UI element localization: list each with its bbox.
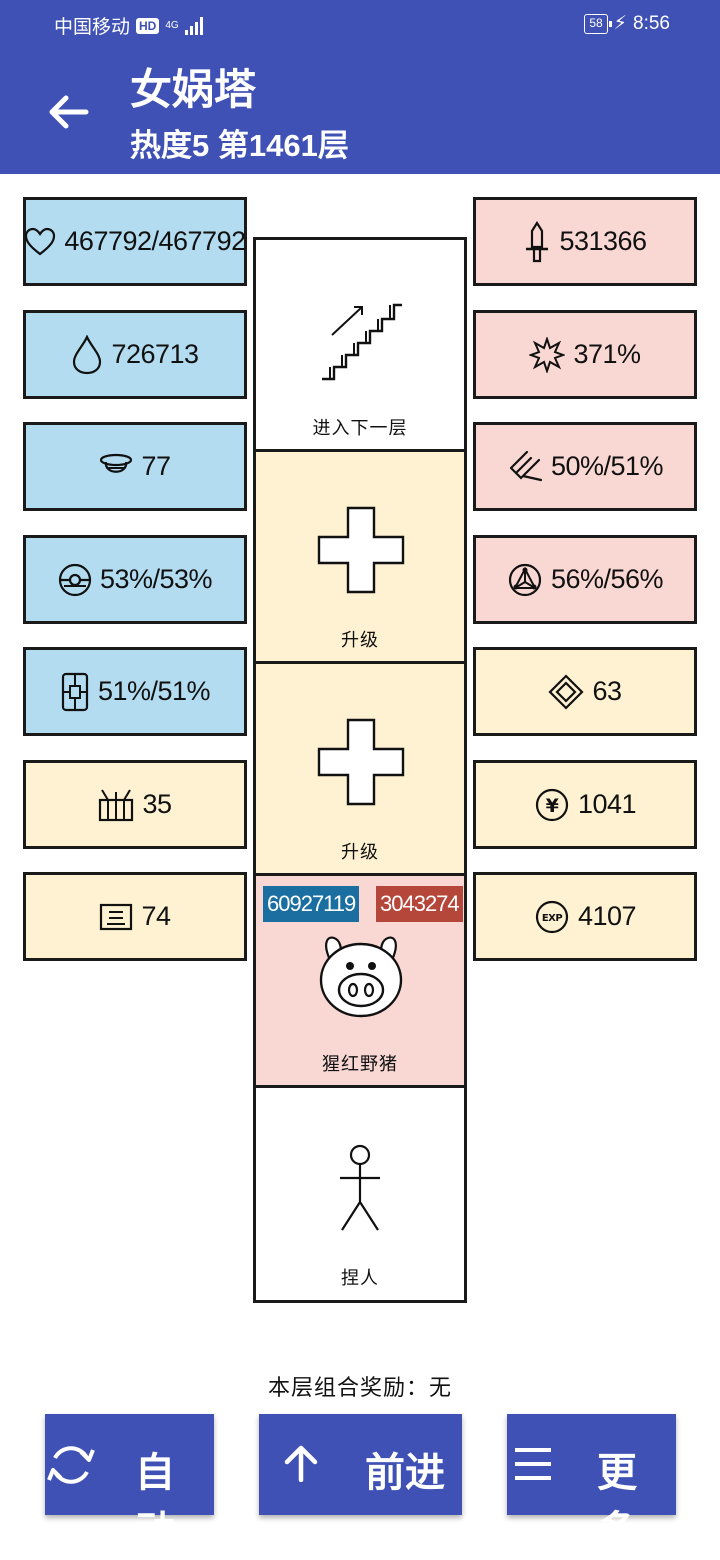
stat-hit: 56%/56% (473, 535, 697, 624)
status-bar: 中国移动 HD 4G 58 ⚡ 8:56 (0, 0, 720, 50)
stat-value: 35 (142, 789, 172, 819)
stat-value: 77 (141, 451, 171, 481)
armor-icon (61, 672, 89, 711)
status-right: 58 ⚡ 8:56 (584, 12, 670, 35)
stairs-icon (322, 303, 402, 381)
stat-value: 63 (592, 676, 622, 706)
more-button-label: 更多 (597, 1451, 637, 1553)
stat-value: 726713 (111, 339, 199, 369)
page-title: 女娲塔 (130, 66, 257, 113)
yen-icon: ¥ (535, 788, 569, 821)
cell-label: 升级 (341, 842, 379, 863)
monster-hp-badge: 60927119 (263, 886, 360, 922)
menu-icon (515, 1448, 551, 1480)
stat-armor: 51%/51% (23, 647, 247, 736)
stat-pierce: 50%/51% (473, 422, 697, 511)
network-label: 4G (165, 19, 179, 31)
status-left: 中国移动 HD 4G (54, 12, 203, 39)
stat-value: 53%/53% (99, 564, 213, 594)
burst-icon (529, 336, 566, 373)
carrier-label: 中国移动 (54, 17, 131, 38)
refresh-icon (47, 1446, 95, 1484)
auto-button[interactable]: 自动 (45, 1414, 214, 1553)
stat-attack: 531366 (473, 197, 697, 286)
diamond-icon (548, 673, 585, 710)
cell-label: 升级 (341, 630, 379, 651)
boar-icon (319, 936, 403, 1018)
signal-icon (184, 16, 203, 35)
tower-cell-upgrade-2[interactable]: 升级 (256, 664, 464, 876)
stickman-icon (340, 1144, 380, 1231)
stat-value: 467792/467792 (64, 226, 246, 256)
stat-value: 56%/56% (550, 564, 664, 594)
floor-reward-text: 本层组合奖励：无 (267, 1376, 452, 1401)
forward-button-label: 前进 (365, 1451, 445, 1495)
heart-icon (25, 227, 56, 255)
hd-badge: HD (136, 17, 160, 34)
stat-mana: 726713 (23, 310, 247, 399)
plus-icon (317, 718, 405, 806)
tower-cell-monster[interactable]: 60927119 3043274 猩红野猪 (256, 876, 464, 1088)
stat-value: 1041 (577, 789, 637, 819)
svg-text:¥: ¥ (546, 795, 559, 817)
plus-icon (317, 506, 405, 594)
stat-value: 74 (141, 901, 171, 931)
tower-cell-next-floor[interactable]: 进入下一层 (256, 240, 464, 452)
helmet-icon (100, 453, 133, 473)
battery-icon: 58 (584, 13, 613, 34)
triangle-circle-icon (508, 563, 542, 596)
scroll-icon (100, 903, 133, 930)
drop-icon (73, 334, 102, 374)
forward-button[interactable]: 前进 (259, 1414, 462, 1515)
charging-icon: ⚡ (613, 13, 628, 34)
stat-value: 371% (573, 339, 641, 369)
exp-badge-text: EXP (542, 913, 563, 924)
sword-icon (526, 220, 549, 262)
monster-attack-badge: 3043274 (376, 886, 463, 922)
stat-value: 51%/51% (97, 676, 211, 706)
tower-column: 进入下一层 升级 升级 60927119 3043274 猩红野猪 (253, 237, 467, 1303)
crate-icon (99, 788, 134, 821)
stat-gold: ¥ 1041 (473, 760, 697, 849)
tower-cell-character[interactable]: 捏人 (256, 1090, 464, 1300)
clock: 8:56 (633, 12, 670, 34)
stat-resist: 53%/53% (23, 535, 247, 624)
tower-cell-upgrade-1[interactable]: 升级 (256, 452, 464, 664)
slash-icon (509, 450, 543, 481)
page-subtitle: 热度5 第1461层 (130, 128, 349, 163)
cell-label: 猩红野猪 (322, 1054, 398, 1075)
app-bar: 中国移动 HD 4G 58 ⚡ 8:56 女娲塔 热度5 第1461层 (0, 0, 720, 174)
exp-icon: EXP (535, 900, 569, 933)
stat-crit: 371% (473, 310, 697, 399)
shield-orb-icon (58, 563, 92, 596)
stat-value: 4107 (577, 901, 637, 931)
stat-gem: 63 (473, 647, 697, 736)
cell-label: 进入下一层 (312, 418, 408, 439)
stat-defense: 77 (23, 422, 247, 511)
auto-button-label: 自动 (135, 1451, 175, 1553)
stat-value: 531366 (559, 226, 647, 256)
stat-scroll: 74 (23, 872, 247, 961)
cell-label: 捏人 (341, 1268, 379, 1289)
back-arrow-icon[interactable] (46, 90, 90, 134)
stat-hp: 467792/467792 (23, 197, 247, 286)
more-button[interactable]: 更多 (507, 1414, 676, 1553)
arrow-up-icon (284, 1445, 318, 1482)
stat-crate: 35 (23, 760, 247, 849)
stat-value: 50%/51% (550, 451, 664, 481)
stat-exp: EXP 4107 (473, 872, 697, 961)
